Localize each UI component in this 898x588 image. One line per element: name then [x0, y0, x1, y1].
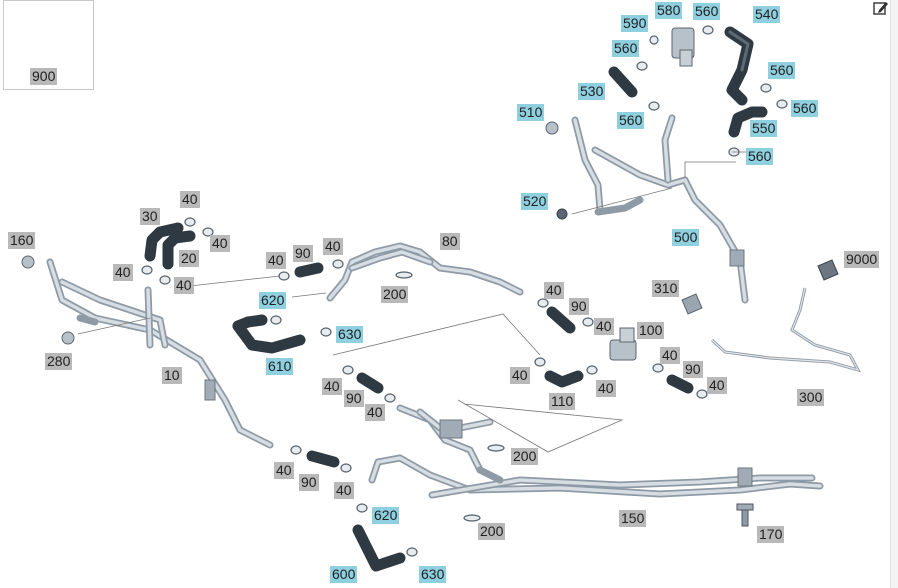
- part-label[interactable]: 610: [266, 358, 294, 375]
- part-label[interactable]: 40: [180, 191, 200, 208]
- part-label[interactable]: 550: [750, 120, 778, 137]
- pipe-assembly-150: [368, 454, 824, 499]
- pipe-assembly-10: [46, 258, 274, 449]
- edit-icon[interactable]: [873, 0, 889, 16]
- part-label[interactable]: 40: [274, 462, 294, 479]
- part-label[interactable]: 90: [569, 298, 589, 315]
- part-label[interactable]: 90: [299, 474, 319, 491]
- part-label[interactable]: 590: [621, 15, 649, 32]
- part-label[interactable]: 40: [322, 378, 342, 395]
- part-label[interactable]: 40: [544, 282, 564, 299]
- part-label[interactable]: 280: [45, 353, 73, 370]
- pipe-assembly-500: [571, 114, 749, 304]
- pipe-assembly-middle: [396, 404, 494, 474]
- part-label[interactable]: 510: [517, 104, 545, 121]
- part-label[interactable]: 100: [637, 322, 665, 339]
- clamps: [141, 25, 788, 557]
- part-label[interactable]: 40: [594, 318, 614, 335]
- part-label[interactable]: 200: [511, 448, 539, 465]
- part-label[interactable]: 80: [440, 233, 460, 250]
- part-label[interactable]: 40: [510, 367, 530, 384]
- part-label[interactable]: 90: [293, 245, 313, 262]
- pipe-assembly-80: [326, 242, 524, 302]
- part-label[interactable]: 40: [365, 404, 385, 421]
- part-label[interactable]: 600: [330, 566, 358, 583]
- part-label[interactable]: 170: [757, 526, 785, 543]
- side-panel-edge: [890, 0, 898, 588]
- part-label[interactable]: 20: [179, 250, 199, 267]
- part-label[interactable]: 310: [652, 280, 680, 297]
- part-label[interactable]: 9000: [844, 251, 880, 268]
- part-label[interactable]: 560: [612, 40, 640, 57]
- part-label[interactable]: 560: [768, 62, 796, 79]
- part-label[interactable]: 40: [174, 277, 194, 294]
- part-label[interactable]: 620: [372, 507, 400, 524]
- part-label[interactable]: 560: [791, 100, 819, 117]
- part-label[interactable]: 200: [381, 286, 409, 303]
- part-label[interactable]: 40: [660, 347, 680, 364]
- part-label[interactable]: 40: [210, 235, 230, 252]
- part-label[interactable]: 40: [707, 377, 727, 394]
- part-label[interactable]: 40: [113, 264, 133, 281]
- leader-lines: [77, 151, 748, 453]
- part-label[interactable]: 560: [746, 148, 774, 165]
- part-label[interactable]: 10: [162, 367, 182, 384]
- part-label[interactable]: 620: [259, 292, 287, 309]
- part-label[interactable]: 40: [266, 252, 286, 269]
- part-label[interactable]: 300: [797, 389, 825, 406]
- part-label[interactable]: 560: [693, 3, 721, 20]
- pipe-line-300: [710, 287, 861, 373]
- part-label[interactable]: 40: [334, 482, 354, 499]
- part-label[interactable]: 580: [655, 2, 683, 19]
- part-label[interactable]: 540: [753, 6, 781, 23]
- part-label[interactable]: 40: [596, 380, 616, 397]
- part-label[interactable]: 630: [336, 326, 364, 343]
- part-label[interactable]: 40: [323, 238, 343, 255]
- part-label[interactable]: 90: [683, 361, 703, 378]
- part-label[interactable]: 160: [8, 232, 36, 249]
- part-label[interactable]: 520: [521, 193, 549, 210]
- valves: [21, 27, 839, 527]
- part-label[interactable]: 530: [578, 83, 606, 100]
- part-label[interactable]: 90: [344, 390, 364, 407]
- part-label[interactable]: 200: [478, 523, 506, 540]
- part-label[interactable]: 500: [672, 229, 700, 246]
- part-label[interactable]: 110: [549, 393, 576, 410]
- hoses: [144, 26, 768, 572]
- part-label[interactable]: 30: [140, 208, 160, 225]
- part-label[interactable]: 150: [619, 510, 647, 527]
- part-label[interactable]: 560: [617, 112, 645, 129]
- part-label[interactable]: 900: [30, 68, 58, 85]
- part-label[interactable]: 630: [419, 566, 447, 583]
- inset-panel: [3, 0, 94, 90]
